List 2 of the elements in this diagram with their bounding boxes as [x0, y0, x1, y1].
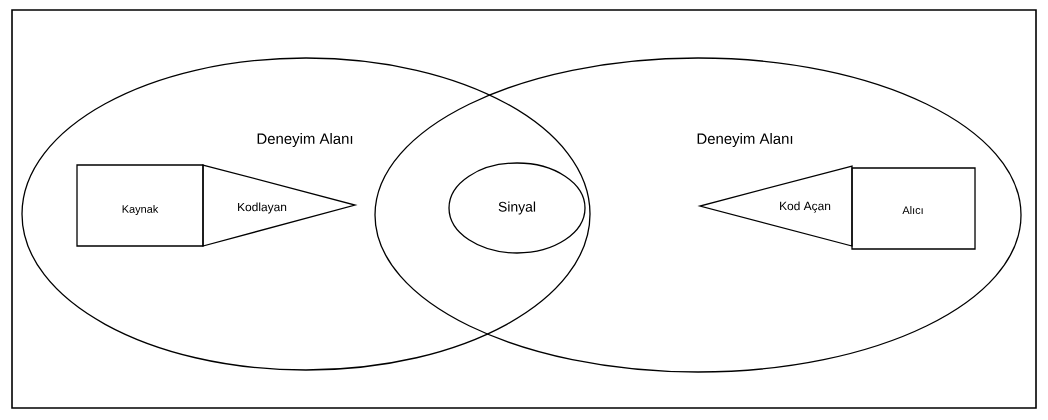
- process-box: Alıcı: [851, 167, 976, 250]
- process-box: Kaynak: [76, 164, 204, 247]
